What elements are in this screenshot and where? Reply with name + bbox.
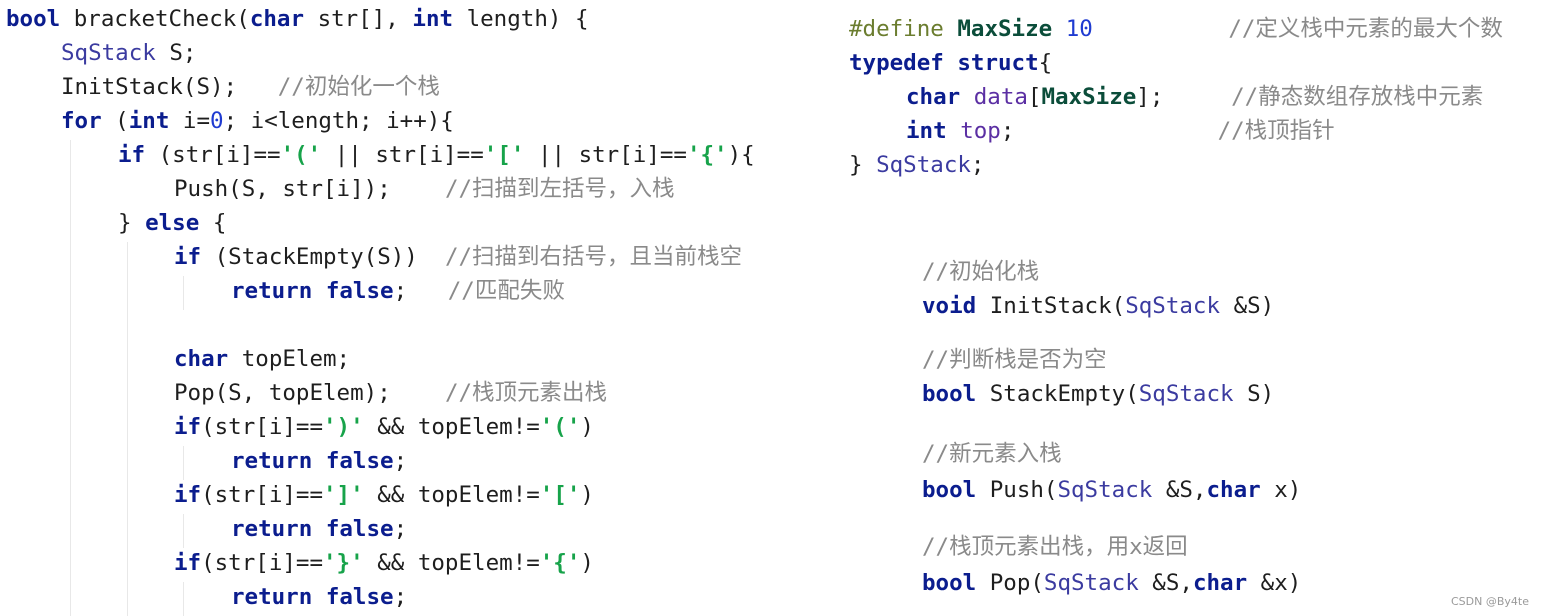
indent-guide [127,242,128,616]
code-line-6: Push(S, str[i]); //扫描到左括号，入栈 [174,176,675,202]
code-line-15: return false; [231,516,408,542]
struct-close-line: } SqStack; [849,152,985,178]
code-line-9: return false; //匹配失败 [231,278,565,304]
code-line-12: if(str[i]==')' && topElem!='(') [174,414,594,440]
indent-guide [183,276,184,310]
top-field-line: int top; //栈顶指针 [906,118,1335,144]
code-line-8: if (StackEmpty(S)) //扫描到右括号，且当前栈空 [174,244,743,270]
code-line-10: char topElem; [174,346,351,372]
code-line-3: InitStack(S); //初始化一个栈 [61,74,440,100]
watermark: CSDN @By4te [1451,595,1529,608]
function-declarations-block: //初始化栈 void InitStack(SqStack &S) //判断栈是… [922,257,1522,602]
code-line-7: } else { [118,210,227,236]
indent-guide [183,446,184,480]
define-line: #define MaxSize 10 //定义栈中元素的最大个数 [849,16,1503,42]
code-line-4: for (int i=0; i<length; i++){ [61,108,454,134]
indent-guide [183,582,184,616]
struct-definition-block: #define MaxSize 10 //定义栈中元素的最大个数 typedef… [849,14,1539,184]
data-field-line: char data[MaxSize]; //静态数组存放栈中元素 [906,84,1484,110]
decl-push: bool Push(SqStack &S,char x) [922,477,1302,503]
comment-stack-empty: //判断栈是否为空 [922,347,1107,373]
code-line-14: if(str[i]==']' && topElem!='[') [174,482,594,508]
comment-push: //新元素入栈 [922,441,1062,467]
indent-guide [183,514,184,548]
code-line-17: return false; [231,584,408,610]
comment-pop: //栈顶元素出栈，用x返回 [922,534,1188,560]
code-line-11: Pop(S, topElem); //栈顶元素出栈 [174,380,608,406]
code-line-16: if(str[i]=='}' && topElem!='{') [174,550,594,576]
decl-pop: bool Pop(SqStack &S,char &x) [922,570,1302,596]
typedef-line: typedef struct{ [849,50,1053,76]
code-line-13: return false; [231,448,408,474]
indent-guide [70,140,71,616]
decl-stack-empty: bool StackEmpty(SqStack S) [922,381,1275,407]
left-code-block: bool bracketCheck(char str[], int length… [6,4,806,616]
decl-init-stack: void InitStack(SqStack &S) [922,293,1275,319]
code-line-5: if (str[i]=='(' || str[i]=='[' || str[i]… [118,142,755,168]
comment-init-stack: //初始化栈 [922,259,1040,285]
code-line-1: bool bracketCheck(char str[], int length… [6,6,589,32]
code-line-2: SqStack S; [61,40,197,66]
